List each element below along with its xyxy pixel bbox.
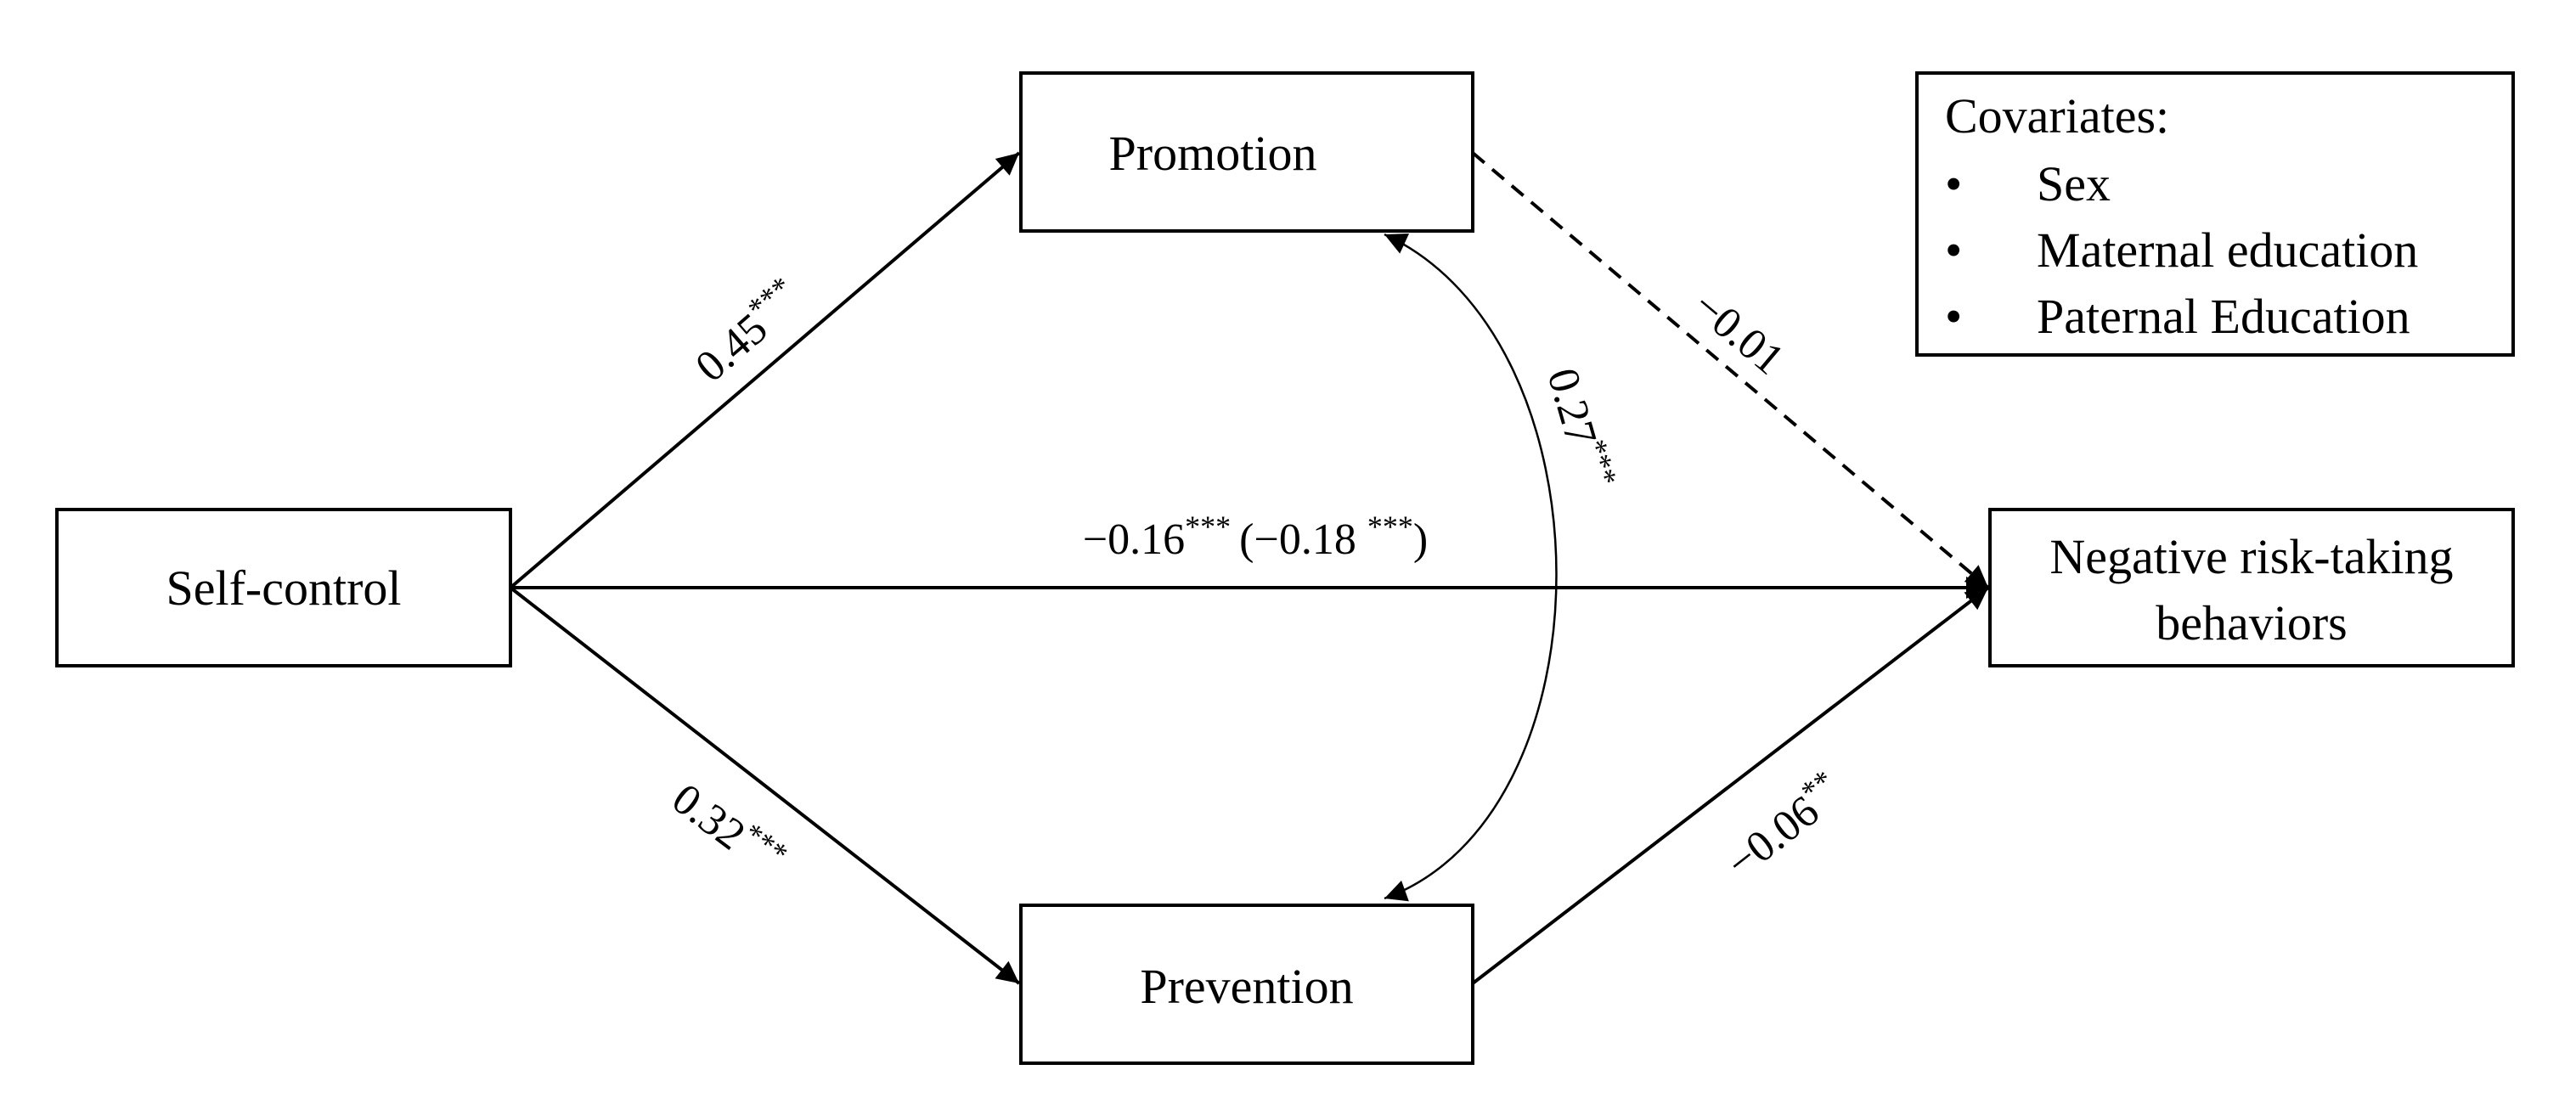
outcome-label-line1: Negative risk-taking bbox=[2049, 529, 2453, 584]
covariate-bullet: • bbox=[1945, 156, 1962, 211]
path-prevention-to-outcome bbox=[1471, 586, 1990, 985]
coef-self-to-promotion: 0.45*** bbox=[683, 270, 811, 391]
path-promotion-prevention-covariance bbox=[1384, 233, 1558, 902]
coef-promotion-to-outcome: −0.01 bbox=[1683, 282, 1793, 385]
covariate-item-paternal: Paternal Education bbox=[2037, 289, 2410, 344]
covariate-bullet: • bbox=[1945, 289, 1962, 344]
promotion-box bbox=[1019, 71, 1474, 233]
prevention-box bbox=[1019, 904, 1474, 1065]
self-control-label: Self-control bbox=[166, 560, 401, 616]
path-self-to-promotion bbox=[509, 151, 1021, 589]
coef-direct: −0.16***(−0.18 ***) bbox=[1083, 510, 1428, 564]
covariate-item-maternal: Maternal education bbox=[2037, 222, 2418, 278]
path-promotion-to-outcome bbox=[1471, 151, 1990, 589]
covariate-list: • Sex • Maternal education • Paternal Ed… bbox=[1945, 156, 2418, 344]
path-self-to-prevention bbox=[509, 586, 1021, 985]
coef-promotion-prevention-covariance: 0.27*** bbox=[1537, 362, 1623, 495]
self-control-box bbox=[55, 508, 512, 667]
covariates-title: Covariates: bbox=[1945, 88, 2169, 144]
coef-self-to-prevention: 0.32*** bbox=[663, 769, 794, 887]
promotion-label: Promotion bbox=[1109, 126, 1317, 181]
covariates-box bbox=[1915, 71, 2515, 357]
covariate-bullet: • bbox=[1945, 222, 1962, 278]
outcome-box bbox=[1988, 508, 2515, 667]
outcome-label-line2: behaviors bbox=[2156, 595, 2348, 650]
covariate-item-sex: Sex bbox=[2037, 156, 2111, 211]
prevention-label: Prevention bbox=[1140, 959, 1353, 1014]
